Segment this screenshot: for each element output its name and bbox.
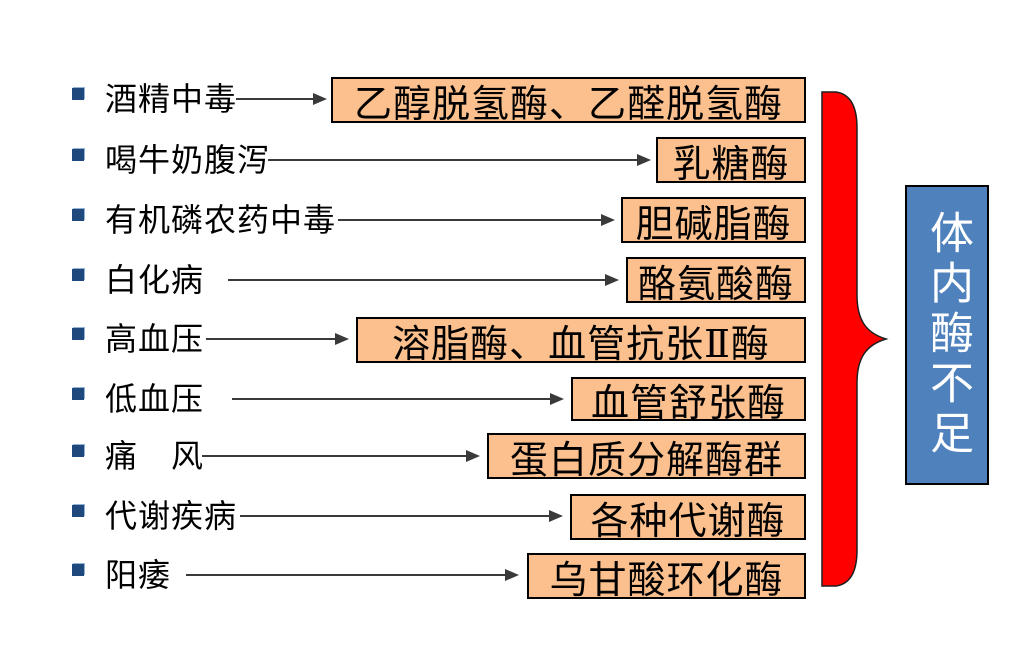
enzyme-box: 酪氨酸酶	[626, 257, 806, 306]
condition-label: 代谢疾病	[105, 498, 238, 534]
enzyme-label: 乳糖酶	[672, 143, 790, 186]
arrow-line	[268, 159, 639, 161]
arrow-head-icon	[466, 450, 480, 462]
arrow-head-icon	[550, 393, 564, 405]
arrow-line	[232, 398, 552, 400]
arrow-line	[240, 515, 551, 517]
arrow-head-icon	[601, 214, 615, 226]
arrow-head-icon	[335, 333, 349, 345]
bullet-icon	[72, 269, 84, 281]
condition-label: 高血压	[105, 321, 205, 357]
arrow-head-icon	[549, 510, 563, 522]
brace-path	[821, 91, 889, 587]
condition-label: 低血压	[105, 381, 205, 417]
bullet-icon	[72, 149, 84, 161]
enzyme-box: 乙醇脱氢酶、乙醛脱氢酶	[331, 77, 806, 126]
conclusion-label: 体内酶不足	[923, 210, 972, 460]
right-brace-shape	[821, 91, 889, 587]
enzyme-label: 各种代谢酶	[590, 500, 786, 543]
condition-label: 酒精中毒	[105, 81, 238, 117]
arrow-line	[206, 338, 337, 340]
enzyme-box: 溶脂酶、血管抗张Ⅱ酶	[356, 317, 806, 366]
arrow-head-icon	[605, 274, 619, 286]
enzyme-box: 乳糖酶	[656, 137, 806, 186]
arrow-line	[228, 279, 607, 281]
condition-label: 阳痿	[105, 557, 172, 593]
arrow-line	[236, 98, 315, 100]
enzyme-label: 乙醇脱氢酶、乙醛脱氢酶	[353, 83, 783, 126]
bullet-icon	[72, 445, 84, 457]
enzyme-label: 蛋白质分解酶群	[509, 439, 783, 482]
arrow-head-icon	[505, 569, 519, 581]
enzyme-label: 乌甘酸环化酶	[549, 559, 784, 602]
enzyme-label: 血管舒张酶	[590, 382, 786, 425]
condition-label: 有机磷农药中毒	[105, 202, 337, 238]
arrow-head-icon	[313, 93, 327, 105]
arrow-line	[186, 574, 507, 576]
enzyme-box: 蛋白质分解酶群	[487, 433, 806, 482]
bullet-icon	[72, 388, 84, 400]
enzyme-label: 溶脂酶、血管抗张Ⅱ酶	[392, 323, 770, 366]
condition-label: 白化病	[105, 262, 205, 298]
enzyme-label: 胆碱脂酶	[635, 203, 792, 246]
arrow-head-icon	[637, 154, 651, 166]
bullet-icon	[72, 328, 84, 340]
condition-label: 喝牛奶腹泻	[105, 142, 271, 178]
enzyme-box: 各种代谢酶	[570, 494, 806, 543]
bullet-icon	[72, 505, 84, 517]
condition-label: 痛 风	[105, 438, 205, 474]
enzyme-box: 乌甘酸环化酶	[527, 553, 806, 602]
enzyme-box: 胆碱脂酶	[621, 197, 806, 246]
bullet-icon	[72, 564, 84, 576]
arrow-line	[338, 219, 603, 221]
bullet-icon	[72, 209, 84, 221]
enzyme-box: 血管舒张酶	[571, 377, 806, 425]
bullet-icon	[72, 88, 84, 100]
conclusion-box: 体内酶不足	[905, 185, 989, 485]
arrow-line	[202, 455, 468, 457]
enzyme-label: 酪氨酸酶	[637, 263, 794, 306]
